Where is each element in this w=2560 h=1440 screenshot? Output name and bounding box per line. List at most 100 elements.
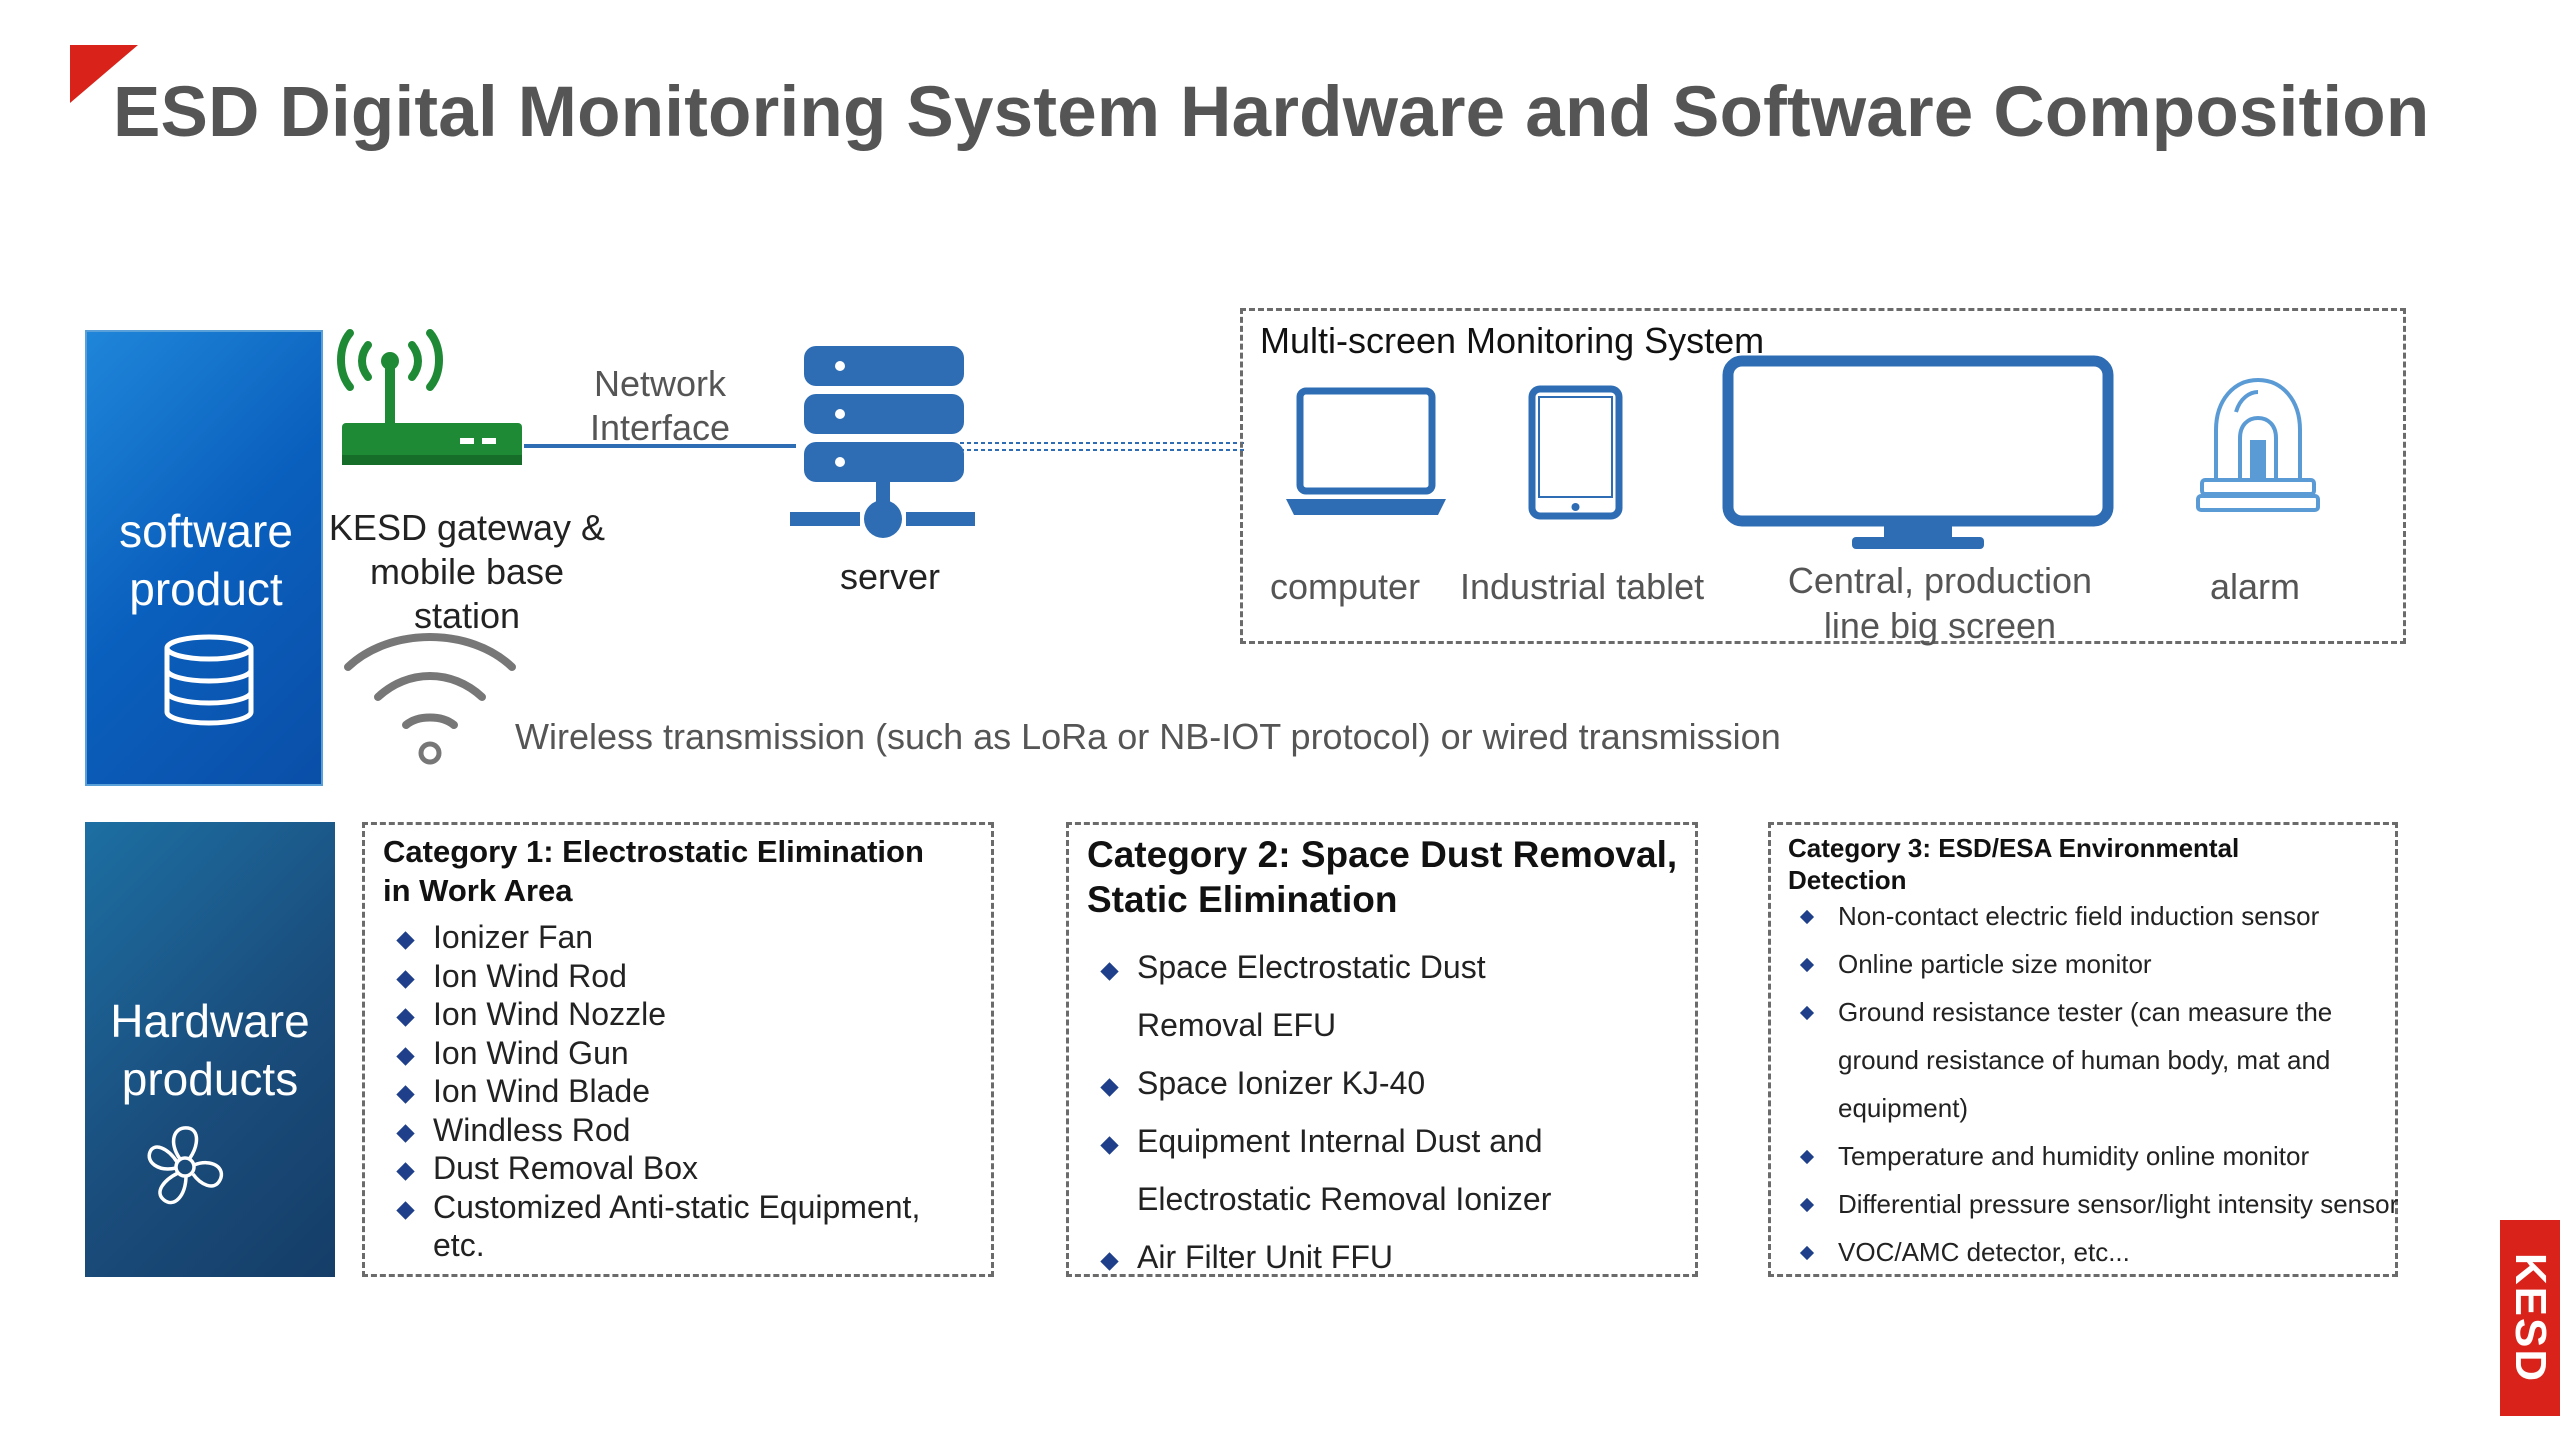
list-item-text: Ion Wind Blade	[433, 1073, 651, 1109]
big-screen-label-line1: Central, production	[1787, 560, 2093, 601]
list-item-continuation: Removal EFU	[1087, 996, 1551, 1054]
list-item: VOC/AMC detector, etc...	[1788, 1228, 2398, 1276]
list-item: Space Electrostatic Dust	[1087, 938, 1551, 996]
list-item-text: VOC/AMC detector, etc...	[1838, 1237, 2130, 1267]
software-label-line2: product	[129, 563, 283, 615]
list-item-text: Ion Wind Gun	[433, 1034, 629, 1071]
wifi-icon	[344, 633, 516, 765]
category-1-box	[362, 822, 994, 1277]
list-item-text: Space Ionizer KJ-40	[1137, 1065, 1426, 1101]
server-icon	[790, 346, 975, 538]
list-item-text: Differential pressure sensor/light inten…	[1838, 1189, 2399, 1219]
bullet-icon	[1100, 962, 1119, 981]
software-product-label: software product	[87, 502, 325, 618]
category-3-title-line2: Detection	[1788, 865, 1907, 895]
gateway-label-line1: KESD gateway &	[328, 507, 606, 548]
gateway-label-line3: station	[413, 595, 521, 636]
list-item: Temperature and humidity online monitor	[1788, 1132, 2398, 1180]
list-item: Differential pressure sensor/light inten…	[1788, 1180, 2398, 1228]
bullet-icon	[396, 1162, 415, 1181]
list-item: Ground resistance tester (can measure th…	[1788, 988, 2398, 1036]
category-2-title-line1: Category 2: Space Dust Removal,	[1087, 834, 1678, 875]
category-2-title: Category 2: Space Dust Removal, Static E…	[1087, 832, 1677, 922]
list-item: Ionizer Fan	[383, 918, 920, 957]
wireless-router-icon	[337, 329, 522, 465]
bullet-icon	[396, 931, 415, 950]
bullet-icon	[1100, 1252, 1119, 1271]
category-2-title-line2: Static Elimination	[1087, 879, 1398, 920]
hardware-products-panel: Hardware products	[85, 822, 335, 1277]
category-1-title-line1: Category 1: Electrostatic Elimination	[383, 834, 924, 869]
bullet-icon	[1799, 1197, 1815, 1213]
list-item: Ion Wind Gun	[383, 1034, 920, 1073]
list-item-text: Non-contact electric field induction sen…	[1838, 901, 2320, 931]
server-label: server	[839, 556, 941, 597]
list-item-text: Removal EFU	[1137, 1007, 1337, 1043]
list-item: Windless Rod	[383, 1111, 920, 1150]
list-item-text: Ion Wind Nozzle	[433, 996, 666, 1032]
hardware-label-line2: products	[121, 1053, 299, 1105]
device-label-big-screen: Central, production line big screen	[1760, 558, 2120, 648]
category-1-title-line2: in Work Area	[383, 873, 573, 908]
network-interface-label: Network Interface	[570, 362, 750, 450]
bullet-icon	[1100, 1136, 1119, 1155]
bullet-icon	[396, 1008, 415, 1027]
bullet-icon	[396, 1085, 415, 1104]
list-item-continuation: Electrostatic Removal Ionizer	[1087, 1170, 1551, 1228]
laptop-icon	[1286, 387, 1446, 515]
category-1-title: Category 1: Electrostatic Elimination in…	[383, 832, 924, 910]
multi-screen-title: Multi-screen Monitoring System	[1260, 320, 1765, 361]
category-3-title: Category 3: ESD/ESA Environmental Detect…	[1788, 832, 2239, 896]
software-product-panel: software product	[85, 330, 323, 786]
list-item: Space Ionizer KJ-40	[1087, 1054, 1551, 1112]
database-icon	[164, 634, 254, 726]
alarm-light-icon	[2196, 377, 2320, 512]
kesd-logo: KESD	[2500, 1220, 2560, 1416]
hardware-label-line1: Hardware	[110, 995, 310, 1047]
list-item-text: Temperature and humidity online monitor	[1838, 1141, 2310, 1171]
category-3-list: Non-contact electric field induction sen…	[1788, 892, 2398, 1276]
page-title: ESD Digital Monitoring System Hardware a…	[113, 73, 2430, 152]
network-link-line	[524, 444, 796, 448]
bullet-icon	[1799, 1245, 1815, 1261]
bullet-icon	[396, 1046, 415, 1066]
list-item-text: equipment)	[1838, 1093, 1969, 1123]
list-item-continuation: etc.	[383, 1226, 920, 1265]
category-3-title-line1: Category 3: ESD/ESA Environmental	[1788, 833, 2240, 863]
list-item-text: Ion Wind Rod	[433, 957, 627, 994]
bullet-icon	[396, 1200, 415, 1220]
list-item-text: Equipment Internal Dust and	[1137, 1123, 1543, 1159]
network-label-line1: Network	[593, 363, 727, 404]
bullet-icon	[1100, 1078, 1119, 1097]
server-link-dotted-line	[960, 442, 1245, 451]
gateway-label: KESD gateway & mobile base station	[322, 506, 612, 638]
list-item: Equipment Internal Dust and	[1087, 1112, 1551, 1170]
big-screen-label-line2: line big screen	[1823, 605, 2057, 646]
list-item: Online particle size monitor	[1788, 940, 2398, 988]
list-item: Ion Wind Nozzle	[383, 995, 920, 1034]
device-label-alarm: alarm	[2210, 566, 2301, 607]
software-label-line1: software	[119, 505, 293, 557]
bullet-icon	[1799, 957, 1815, 973]
device-label-tablet: Industrial tablet	[1460, 566, 1705, 607]
list-item: Non-contact electric field induction sen…	[1788, 892, 2398, 940]
monitor-icon	[1722, 355, 2114, 549]
list-item-text: Electrostatic Removal Ionizer	[1137, 1181, 1552, 1217]
list-item-text: Ground resistance tester (can measure th…	[1838, 997, 2333, 1027]
gateway-label-line2: mobile base	[369, 551, 565, 592]
category-1-list: Ionizer Fan Ion Wind Rod Ion Wind Nozzle…	[383, 918, 920, 1265]
list-item-text: Dust Removal Box	[433, 1150, 698, 1186]
category-2-box	[1066, 822, 1698, 1277]
fan-icon	[147, 1126, 224, 1205]
multi-screen-monitoring-box	[1240, 308, 2406, 644]
list-item-text: Windless Rod	[433, 1111, 631, 1148]
bullet-icon	[396, 969, 415, 989]
bullet-icon	[396, 1123, 415, 1143]
list-item-continuation: equipment)	[1788, 1084, 2398, 1132]
corner-accent-icon	[70, 45, 138, 103]
category-2-list: Space Electrostatic Dust Removal EFU Spa…	[1087, 938, 1551, 1286]
list-item-text: Customized Anti-static Equipment,	[433, 1188, 921, 1225]
list-item: Ion Wind Blade	[383, 1072, 920, 1111]
list-item: Ion Wind Rod	[383, 957, 920, 996]
device-label-computer: computer	[1270, 566, 1421, 607]
